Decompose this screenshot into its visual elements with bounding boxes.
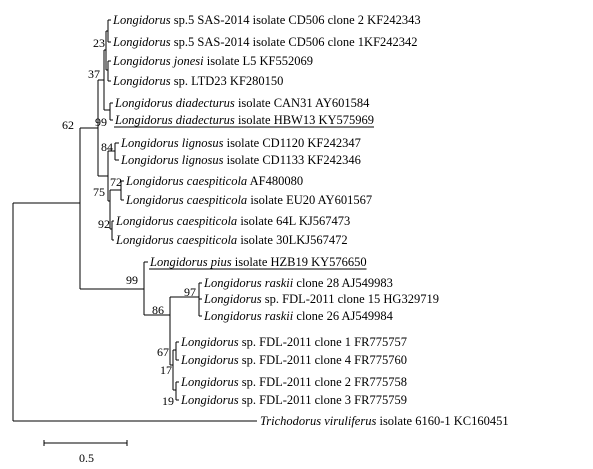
taxon-label: Longidorus jonesi isolate L5 KF552069 [112,54,313,68]
support-value: 92 [98,217,110,231]
taxon-label: Trichodorus viruliferus isolate 6160-1 K… [260,414,509,428]
taxon-label: Longidorus lignosus isolate CD1120 KF242… [120,136,361,150]
taxon-label: Longidorus caespiticola isolate EU20 AY6… [125,193,372,207]
support-value: 84 [101,140,113,154]
support-value: 19 [162,394,174,408]
support-value: 72 [110,175,122,189]
taxon-label: Longidorus raskii clone 26 AJ549984 [203,309,394,323]
support-value: 99 [126,273,138,287]
scale-bar-label: 0.5 [79,451,94,465]
taxon-label: Longidorus raskii clone 28 AJ549983 [203,276,393,290]
taxon-label: Longidorus sp. FDL-2011 clone 15 HG32971… [203,292,439,306]
support-values: 23 37 62 99 84 72 75 92 99 97 86 67 17 1… [62,36,196,408]
taxon-label: Longidorus diadecturus isolate HBW13 KY5… [114,113,374,127]
support-value: 86 [152,303,164,317]
taxon-label: Longidorus caespiticola isolate 64L KJ56… [115,214,350,228]
support-value: 23 [93,36,105,50]
scale-bar: 0.5 [43,440,128,465]
tree-branches [12,19,257,422]
support-value: 97 [184,285,196,299]
taxon-label: Longidorus sp.5 SAS-2014 isolate CD506 c… [112,13,421,27]
highlight-underlines [114,126,375,270]
taxon-label: Longidorus sp. FDL-2011 clone 3 FR775759 [180,393,407,407]
taxon-label: Longidorus sp. FDL-2011 clone 4 FR775760 [180,353,407,367]
support-value: 99 [95,115,107,129]
taxon-label: Longidorus pius isolate HZB19 KY576650 [149,255,367,269]
support-value: 75 [93,185,105,199]
taxon-label: Longidorus sp.5 SAS-2014 isolate CD506 c… [112,35,418,49]
taxon-label: Longidorus sp. FDL-2011 clone 2 FR775758 [180,375,407,389]
taxon-label: Longidorus sp. LTD23 KF280150 [112,74,283,88]
taxon-label: Longidorus caespiticola AF480080 [125,174,303,188]
support-value: 17 [160,363,172,377]
support-value: 67 [157,345,169,359]
taxon-label: Longidorus sp. FDL-2011 clone 1 FR775757 [180,335,407,349]
taxon-labels: Longidorus sp.5 SAS-2014 isolate CD506 c… [112,13,509,428]
taxon-label: Longidorus caespiticola isolate 30LKJ567… [115,233,348,247]
taxon-label: Longidorus diadecturus isolate CAN31 AY6… [114,96,370,110]
support-value: 37 [88,67,100,81]
taxon-label: Longidorus lignosus isolate CD1133 KF242… [120,153,361,167]
support-value: 62 [62,118,74,132]
